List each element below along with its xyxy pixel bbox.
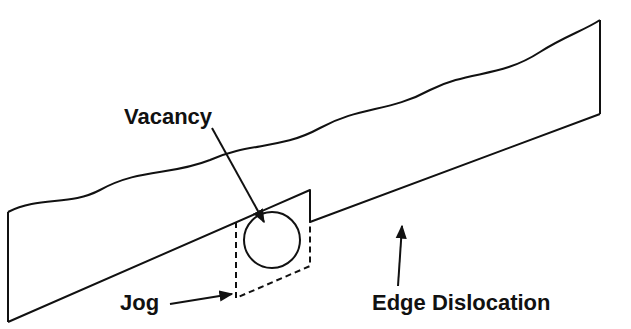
leader-arrow [398,226,402,286]
part-label: Edge Dislocation [372,292,550,314]
slip-plane-left [7,212,9,322]
part-label: Jog [120,292,159,314]
part-label: Vacancy [124,106,212,128]
leader-arrow [212,128,264,222]
dislocation-line [8,114,600,322]
leader-arrow [170,294,232,304]
slip-plane-top [8,20,600,212]
vacancy-circle [244,212,300,268]
slip-plane-right [599,20,601,114]
